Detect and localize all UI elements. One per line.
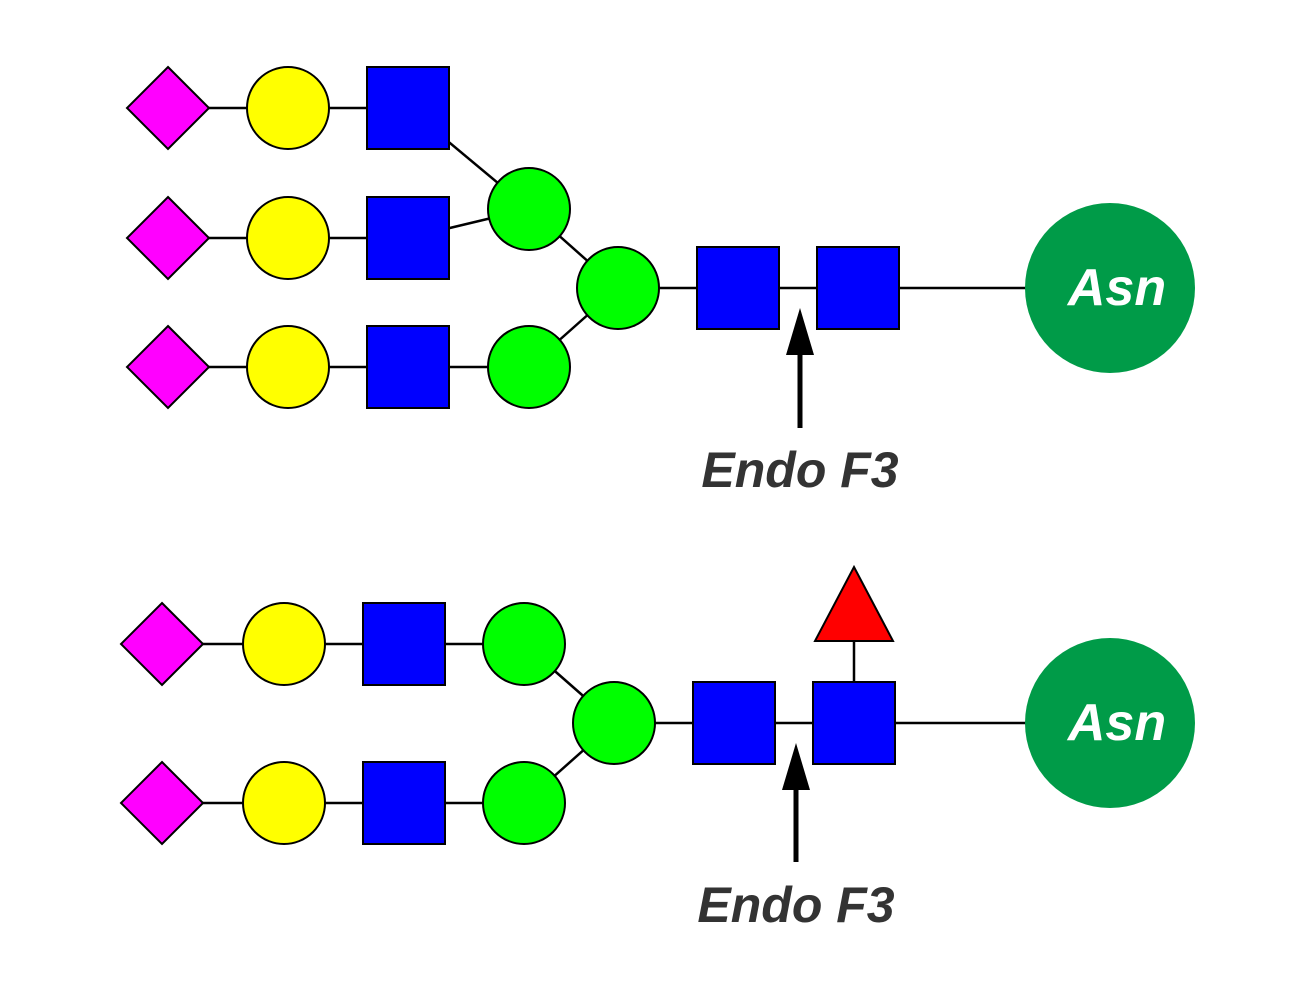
core-mannose-circle-icon <box>576 246 660 330</box>
fucose-triangle-icon <box>813 564 895 642</box>
galactose-circle-icon <box>246 196 330 280</box>
core-mannose-circle-icon <box>572 681 656 765</box>
asn-circle-icon <box>1025 638 1195 808</box>
glcnac-square-icon <box>362 761 446 845</box>
cleavage-arrow-icon <box>782 743 810 862</box>
core-glcnac-square-icon <box>696 246 780 330</box>
galactose-circle-icon <box>246 66 330 150</box>
reducing-glcnac-square-icon <box>816 246 900 330</box>
glcnac-square-icon <box>366 196 450 280</box>
core-glcnac-square-icon <box>692 681 776 765</box>
glcnac-square-icon <box>362 602 446 686</box>
sialic-acid-diamond-icon <box>119 760 205 846</box>
cleavage-arrow-icon <box>786 308 814 428</box>
mannose-circle-icon <box>487 167 571 251</box>
glycan-structure-top: Asn Endo F3 <box>125 65 1195 498</box>
asn-label: Asn <box>1066 694 1166 752</box>
sialic-acid-diamond-icon <box>119 601 205 687</box>
asn-label: Asn <box>1066 259 1166 317</box>
sialic-acid-diamond-icon <box>125 65 211 151</box>
glcnac-square-icon <box>366 325 450 409</box>
enzyme-label: Endo F3 <box>697 877 894 933</box>
galactose-circle-icon <box>242 761 326 845</box>
sialic-acid-diamond-icon <box>125 195 211 281</box>
enzyme-label: Endo F3 <box>701 442 898 498</box>
sialic-acid-diamond-icon <box>125 324 211 410</box>
reducing-glcnac-square-icon <box>812 681 896 765</box>
glcnac-square-icon <box>366 66 450 150</box>
glycan-structure-bottom: Asn Endo F3 <box>119 564 1195 933</box>
galactose-circle-icon <box>246 325 330 409</box>
galactose-circle-icon <box>242 602 326 686</box>
asn-circle-icon <box>1025 203 1195 373</box>
mannose-circle-icon <box>487 325 571 409</box>
mannose-circle-icon <box>482 602 566 686</box>
mannose-circle-icon <box>482 761 566 845</box>
